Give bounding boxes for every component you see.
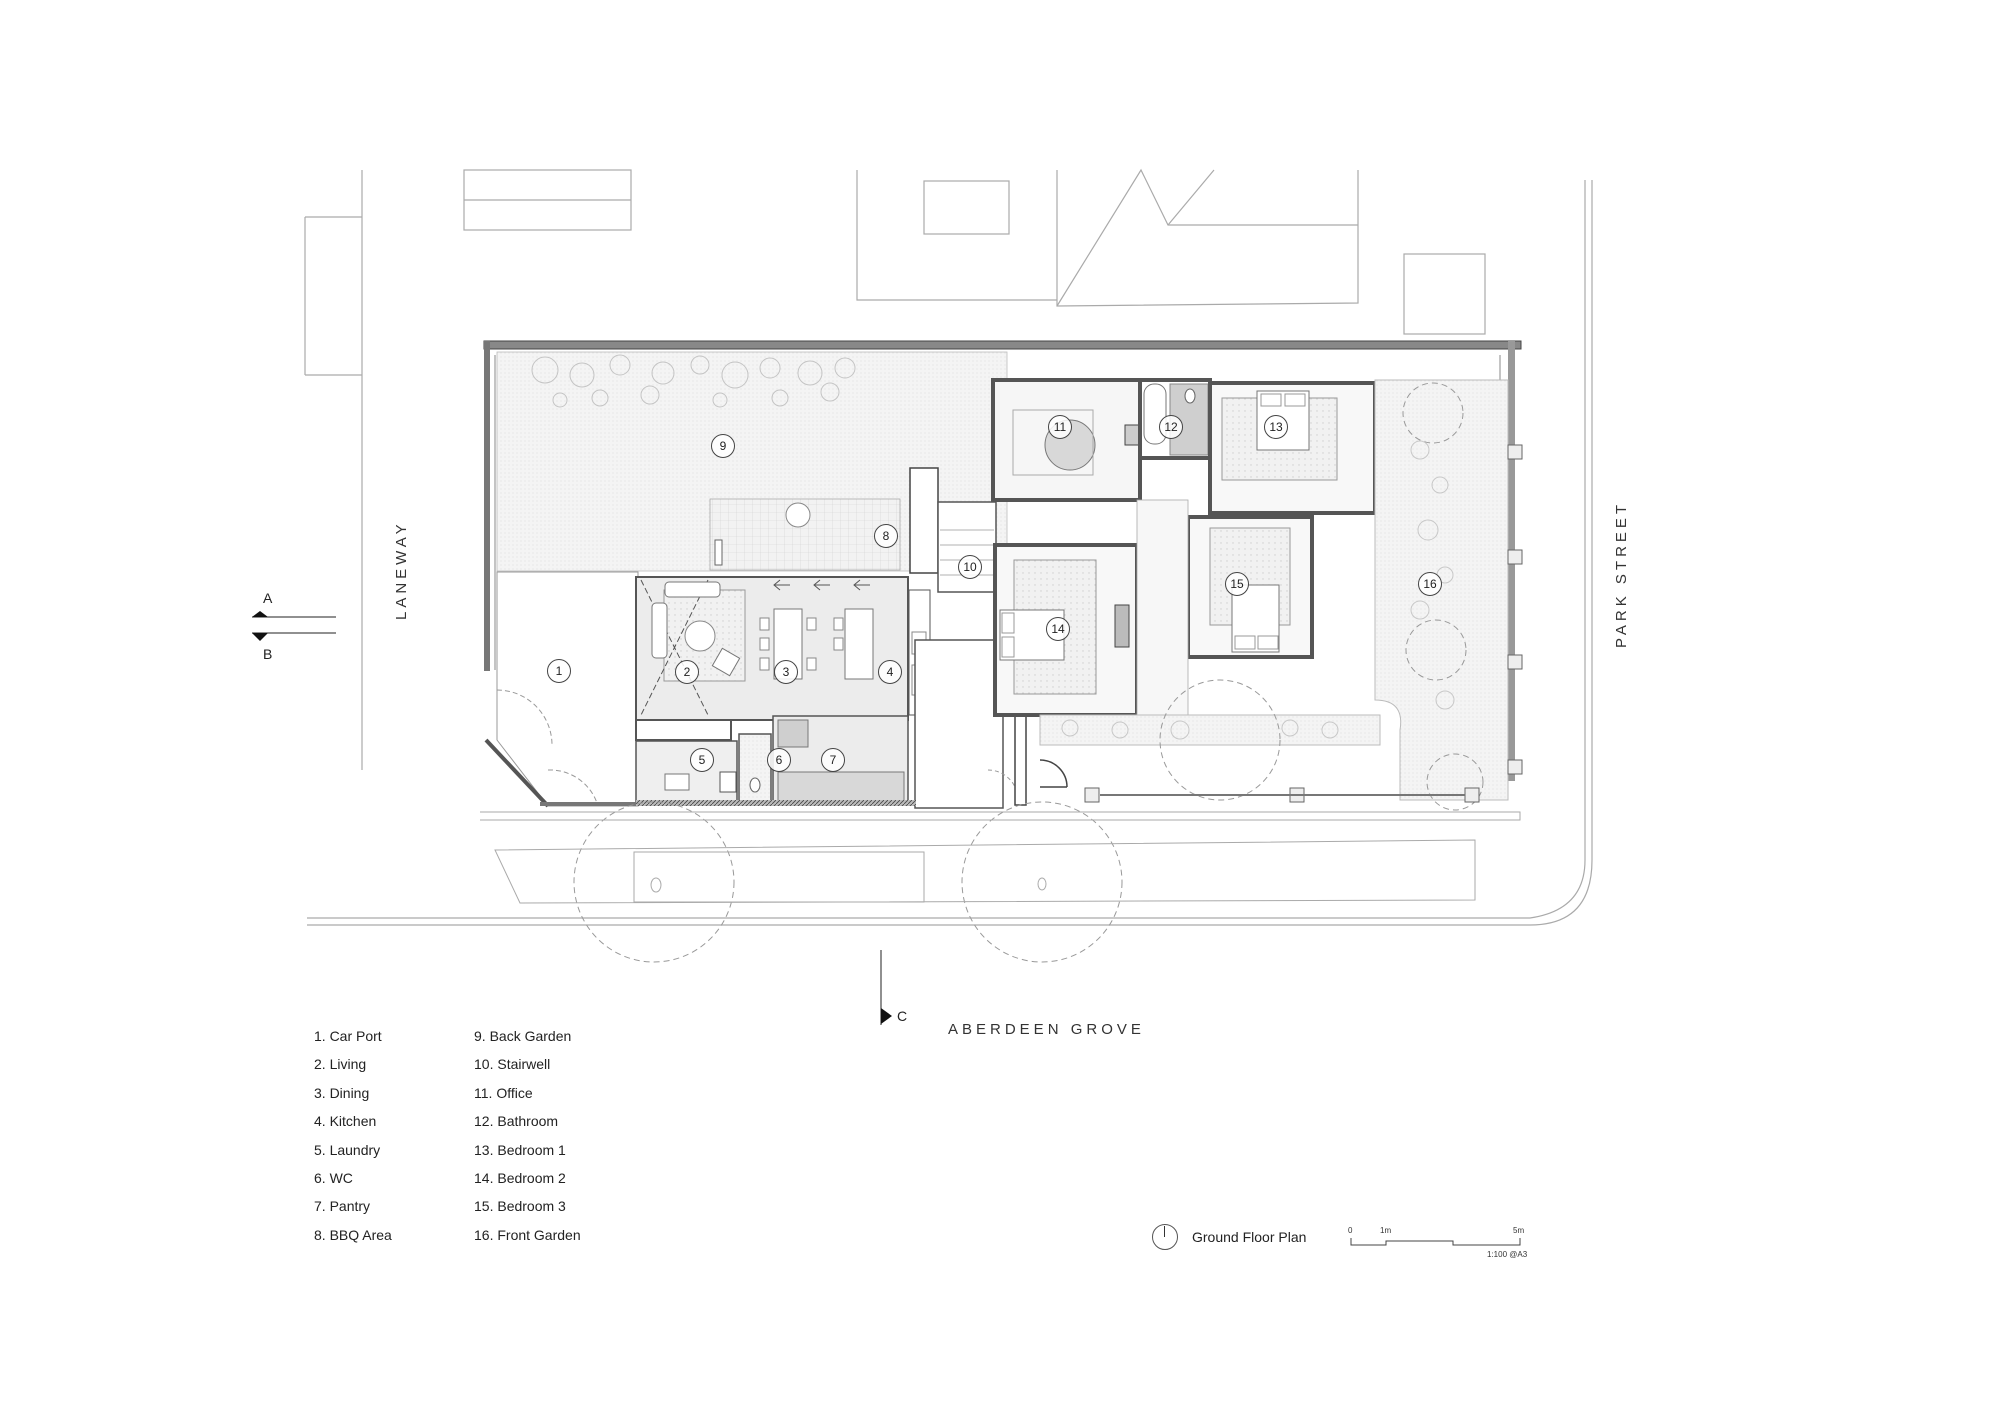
front-garden-area [1374, 379, 1509, 801]
legend-column-2: 9. Back Garden 10. Stairwell 11. Office … [474, 1022, 581, 1249]
legend-item: 1. Car Port [314, 1028, 382, 1044]
scale-tick-5m: 5m [1513, 1226, 1525, 1235]
legend-column-1: 1. Car Port 2. Living 3. Dining 4. Kitch… [314, 1022, 392, 1249]
room-tag-car-port: 1 [547, 659, 571, 683]
north-point-icon [1152, 1224, 1178, 1250]
room-tag-bbq-area: 8 [874, 524, 898, 548]
scale-tick-1m: 1m [1380, 1226, 1392, 1235]
legend-item: 13. Bedroom 1 [474, 1141, 566, 1158]
section-marker-ab [252, 611, 336, 641]
section-label-b: B [263, 646, 273, 662]
drawing-title-block: Ground Floor Plan [1152, 1224, 1306, 1250]
tree-canopies [573, 382, 1484, 963]
legend-item: 5. Laundry [314, 1141, 381, 1158]
legend-item: 9. Back Garden [474, 1028, 572, 1044]
room-tag-bedroom-1: 13 [1264, 415, 1288, 439]
legend-item: 16. Front Garden [474, 1226, 581, 1243]
wc [738, 733, 772, 804]
context-buildings [304, 168, 1593, 926]
room-tag-dining: 3 [774, 660, 798, 684]
legend-item: 10. Stairwell [474, 1056, 551, 1073]
back-garden-planting [531, 354, 856, 408]
scale-bar [1350, 1238, 1521, 1246]
section-marker-c [880, 950, 892, 1025]
room-tag-bedroom-3: 15 [1225, 572, 1249, 596]
legend-item: 14. Bedroom 2 [474, 1169, 566, 1186]
room-tag-pantry: 7 [821, 748, 845, 772]
legend-item: 3. Dining [314, 1084, 370, 1101]
room-tag-stairwell: 10 [958, 555, 982, 579]
legend-item: 11. Office [474, 1084, 533, 1101]
legend-item: 6. WC [314, 1169, 353, 1186]
room-tag-bathroom: 12 [1159, 415, 1183, 439]
scale-note: 1:100 @A3 [1487, 1250, 1528, 1259]
room-tag-front-garden: 16 [1418, 572, 1442, 596]
legend-item: 7. Pantry [314, 1198, 371, 1215]
street-label-park-street: PARK STREET [1613, 500, 1630, 648]
room-tag-kitchen: 4 [878, 660, 902, 684]
room-tag-office: 11 [1048, 415, 1072, 439]
section-label-a: A [263, 590, 273, 606]
legend-item: 4. Kitchen [314, 1113, 377, 1130]
street-label-laneway: LANEWAY [393, 520, 410, 620]
room-tag-laundry: 5 [690, 748, 714, 772]
street-label-aberdeen-grove: ABERDEEN GROVE [948, 1021, 1145, 1038]
legend-item: 12. Bathroom [474, 1113, 559, 1130]
room-tag-back-garden: 9 [711, 434, 735, 458]
car-port-area [496, 571, 639, 807]
scale-tick-0: 0 [1348, 1226, 1353, 1235]
room-tag-bedroom-2: 14 [1046, 617, 1070, 641]
section-label-c: C [897, 1008, 908, 1024]
legend-item: 2. Living [314, 1056, 367, 1073]
drawing-title: Ground Floor Plan [1192, 1229, 1307, 1245]
room-tag-wc: 6 [767, 748, 791, 772]
room-tag-living: 2 [675, 660, 699, 684]
legend-item: 8. BBQ Area [314, 1226, 392, 1243]
legend-item: 15. Bedroom 3 [474, 1198, 566, 1215]
footpath [480, 811, 1521, 904]
